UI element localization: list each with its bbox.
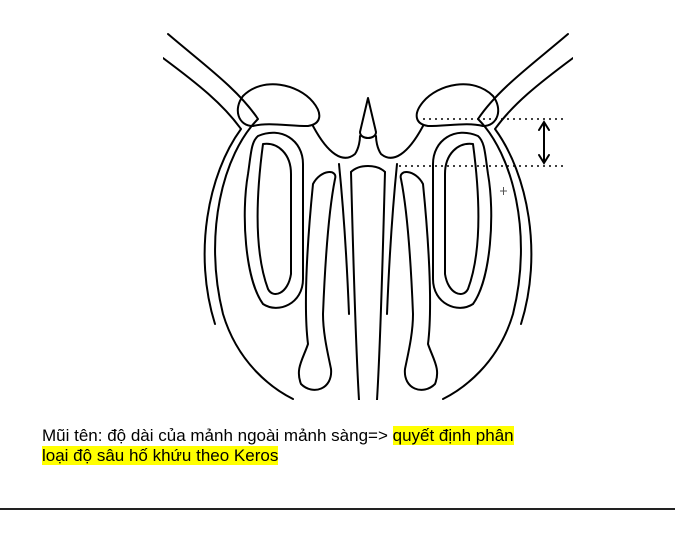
right-inner-crescent: [444, 142, 480, 295]
cribriform-plate-right: [375, 125, 424, 159]
double-headed-arrow-icon: [538, 120, 550, 165]
caption-highlight-line1: quyết định phân: [392, 426, 514, 445]
left-inner-crescent: [256, 142, 292, 295]
olfactory-fossa-right: [386, 163, 398, 315]
left-orbit-inner-line: [163, 57, 242, 325]
caption-plain-text: Mũi tên: độ dài của mảnh ngoài mảnh sàng…: [42, 426, 393, 445]
left-orbit-outer-line: [167, 33, 294, 400]
left-lateral-ethmoid-cell: [243, 131, 304, 309]
bottom-divider: [0, 508, 675, 510]
right-orbit-outer-line: [442, 33, 569, 400]
right-lateral-ethmoid-cell: [432, 131, 493, 309]
right-orbit-inner-line: [494, 57, 573, 325]
right-upper-ethmoid-cell: [415, 83, 500, 127]
figure-caption: Mũi tên: độ dài của mảnh ngoài mảnh sàng…: [42, 426, 642, 466]
caption-highlight-line2: loại độ sâu hố khứu theo Keros: [42, 446, 279, 465]
crosshair-cursor-icon: [500, 187, 507, 195]
nasal-septum-right-edge: [376, 171, 386, 400]
olfactory-fossa-left: [338, 163, 350, 315]
ethmoid-drawing: [163, 33, 573, 400]
nasal-septum-left-edge: [350, 171, 360, 400]
left-upper-ethmoid-cell: [236, 83, 321, 127]
left-middle-turbinate: [297, 171, 337, 391]
right-middle-turbinate: [399, 171, 439, 391]
crista-galli: [359, 97, 377, 139]
ethmoid-keros-diagram: [163, 14, 573, 400]
cribriform-plate-left: [312, 125, 361, 159]
septum-top: [350, 165, 386, 173]
